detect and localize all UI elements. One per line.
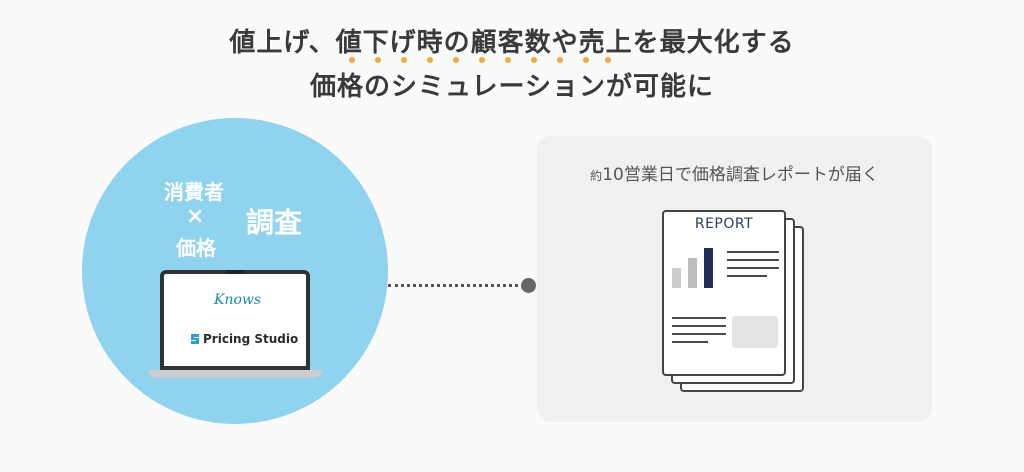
report-caption: 約10営業日で価格調査レポートが届く xyxy=(537,160,932,185)
knows-logo: Knows xyxy=(214,292,262,308)
caption-prefix: 約 xyxy=(590,169,603,183)
report-text-line xyxy=(672,333,726,335)
report-page-front xyxy=(662,210,786,376)
report-text-line xyxy=(672,317,726,319)
caption-main: 10営業日で価格調査レポートが届く xyxy=(602,165,879,185)
connector-endpoint xyxy=(521,278,536,293)
report-text-line xyxy=(727,259,779,261)
consumer-label: 消費者 xyxy=(164,180,224,204)
emphasis-dots xyxy=(349,57,611,65)
pricing-studio-logo: Pricing Studio xyxy=(190,332,298,346)
headline-line-1: 値上げ、値下げ時の顧客数や売上を最大化する xyxy=(229,28,795,58)
report-title: REPORT xyxy=(694,216,754,232)
report-text-line xyxy=(727,275,767,277)
report-image-placeholder xyxy=(732,316,778,348)
report-text-line xyxy=(672,341,708,343)
report-bar-2 xyxy=(688,258,697,288)
report-text-line xyxy=(727,251,779,253)
price-label: 価格 xyxy=(176,236,216,260)
report-text-line xyxy=(672,325,726,327)
report-bar-3 xyxy=(704,248,713,288)
laptop-notch xyxy=(226,270,244,274)
headline-line-2: 価格のシミュレーションが可能に xyxy=(310,72,714,102)
connector-line xyxy=(388,284,518,287)
laptop-screen xyxy=(160,270,310,370)
report-bar-1 xyxy=(672,268,681,288)
times-symbol: × xyxy=(186,204,205,229)
pricing-studio-text: Pricing Studio xyxy=(203,332,299,346)
report-text-line xyxy=(727,267,779,269)
laptop-base xyxy=(148,370,322,378)
pricing-studio-icon xyxy=(191,334,199,344)
survey-label: 調査 xyxy=(246,206,303,239)
